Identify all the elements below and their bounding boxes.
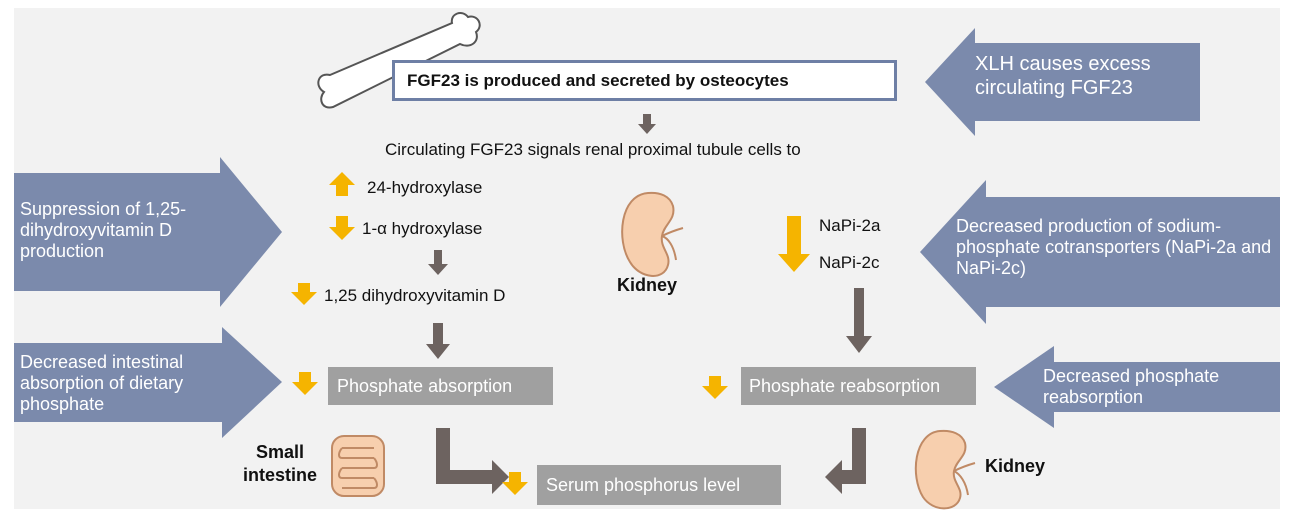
decreased-production-callout-arrow — [920, 180, 1280, 324]
kidney-icon — [621, 191, 684, 277]
decreased-intestinal-callout-text: Decreased intestinal absorption of dieta… — [20, 352, 184, 415]
suppression-callout-arrow — [14, 157, 282, 307]
flow-arrow-reabsorption-to-serum — [825, 428, 866, 494]
flow-arrow-napi — [846, 288, 872, 353]
phosphate-absorption-text: Phosphate absorption — [337, 376, 513, 396]
flow-arrow-hydroxylase — [428, 250, 448, 275]
fgf23-production-text: FGF23 is produced and secreted by osteoc… — [407, 71, 789, 90]
reabsorption-callout-arrow — [994, 346, 1280, 428]
hydroxylase-1a-label: 1-α hydroxylase — [362, 219, 483, 238]
down-arrow-icon — [292, 372, 318, 395]
napi-2c-label: NaPi-2c — [819, 253, 880, 272]
xlh-callout-text: XLH causes excess circulating FGF23 — [975, 53, 1151, 99]
flow-arrow-absorption-to-serum — [436, 428, 509, 494]
circulating-signals-text: Circulating FGF23 signals renal proximal… — [385, 140, 801, 159]
dihydroxyvitamin-d-label: 1,25 dihydroxyvitamin D — [324, 286, 506, 305]
hydroxylase-24-label: 24-hydroxylase — [367, 178, 483, 197]
phosphate-absorption-box — [328, 367, 553, 405]
small-intestine-label: Small intestine — [242, 442, 317, 486]
flow-arrow-top — [638, 114, 656, 134]
kidney-icon — [914, 429, 976, 510]
serum-phosphorus-box — [537, 465, 781, 505]
phosphate-reabsorption-box — [741, 367, 976, 405]
down-arrow-icon — [502, 472, 528, 495]
kidney-center-label: Kidney — [617, 275, 678, 295]
down-arrow-icon — [329, 216, 355, 240]
xlh-callout-arrow — [925, 28, 1200, 136]
napi-2a-label: NaPi-2a — [819, 216, 881, 235]
decreased-reabsorption-callout-text: Decreased phosphate reabsorption — [1043, 366, 1220, 408]
decreased-production-callout-text: Decreased production of sodium-phosphate… — [956, 216, 1272, 279]
flow-arrow-vitamin-d — [426, 323, 450, 359]
phosphate-reabsorption-text: Phosphate reabsorption — [749, 376, 941, 396]
serum-phosphorus-text: Serum phosphorus level — [546, 475, 741, 495]
down-arrow-icon — [778, 216, 810, 272]
fgf23-production-box — [392, 60, 897, 101]
small-intestine-icon — [331, 435, 385, 497]
up-arrow-icon — [329, 172, 355, 196]
down-arrow-icon — [291, 283, 317, 305]
suppression-callout-text: Suppression of 1,25-dihydroxyvitamin D p… — [20, 199, 187, 262]
intestinal-callout-arrow — [14, 327, 282, 438]
kidney-bottom-label: Kidney — [985, 456, 1046, 476]
down-arrow-icon — [702, 376, 728, 399]
